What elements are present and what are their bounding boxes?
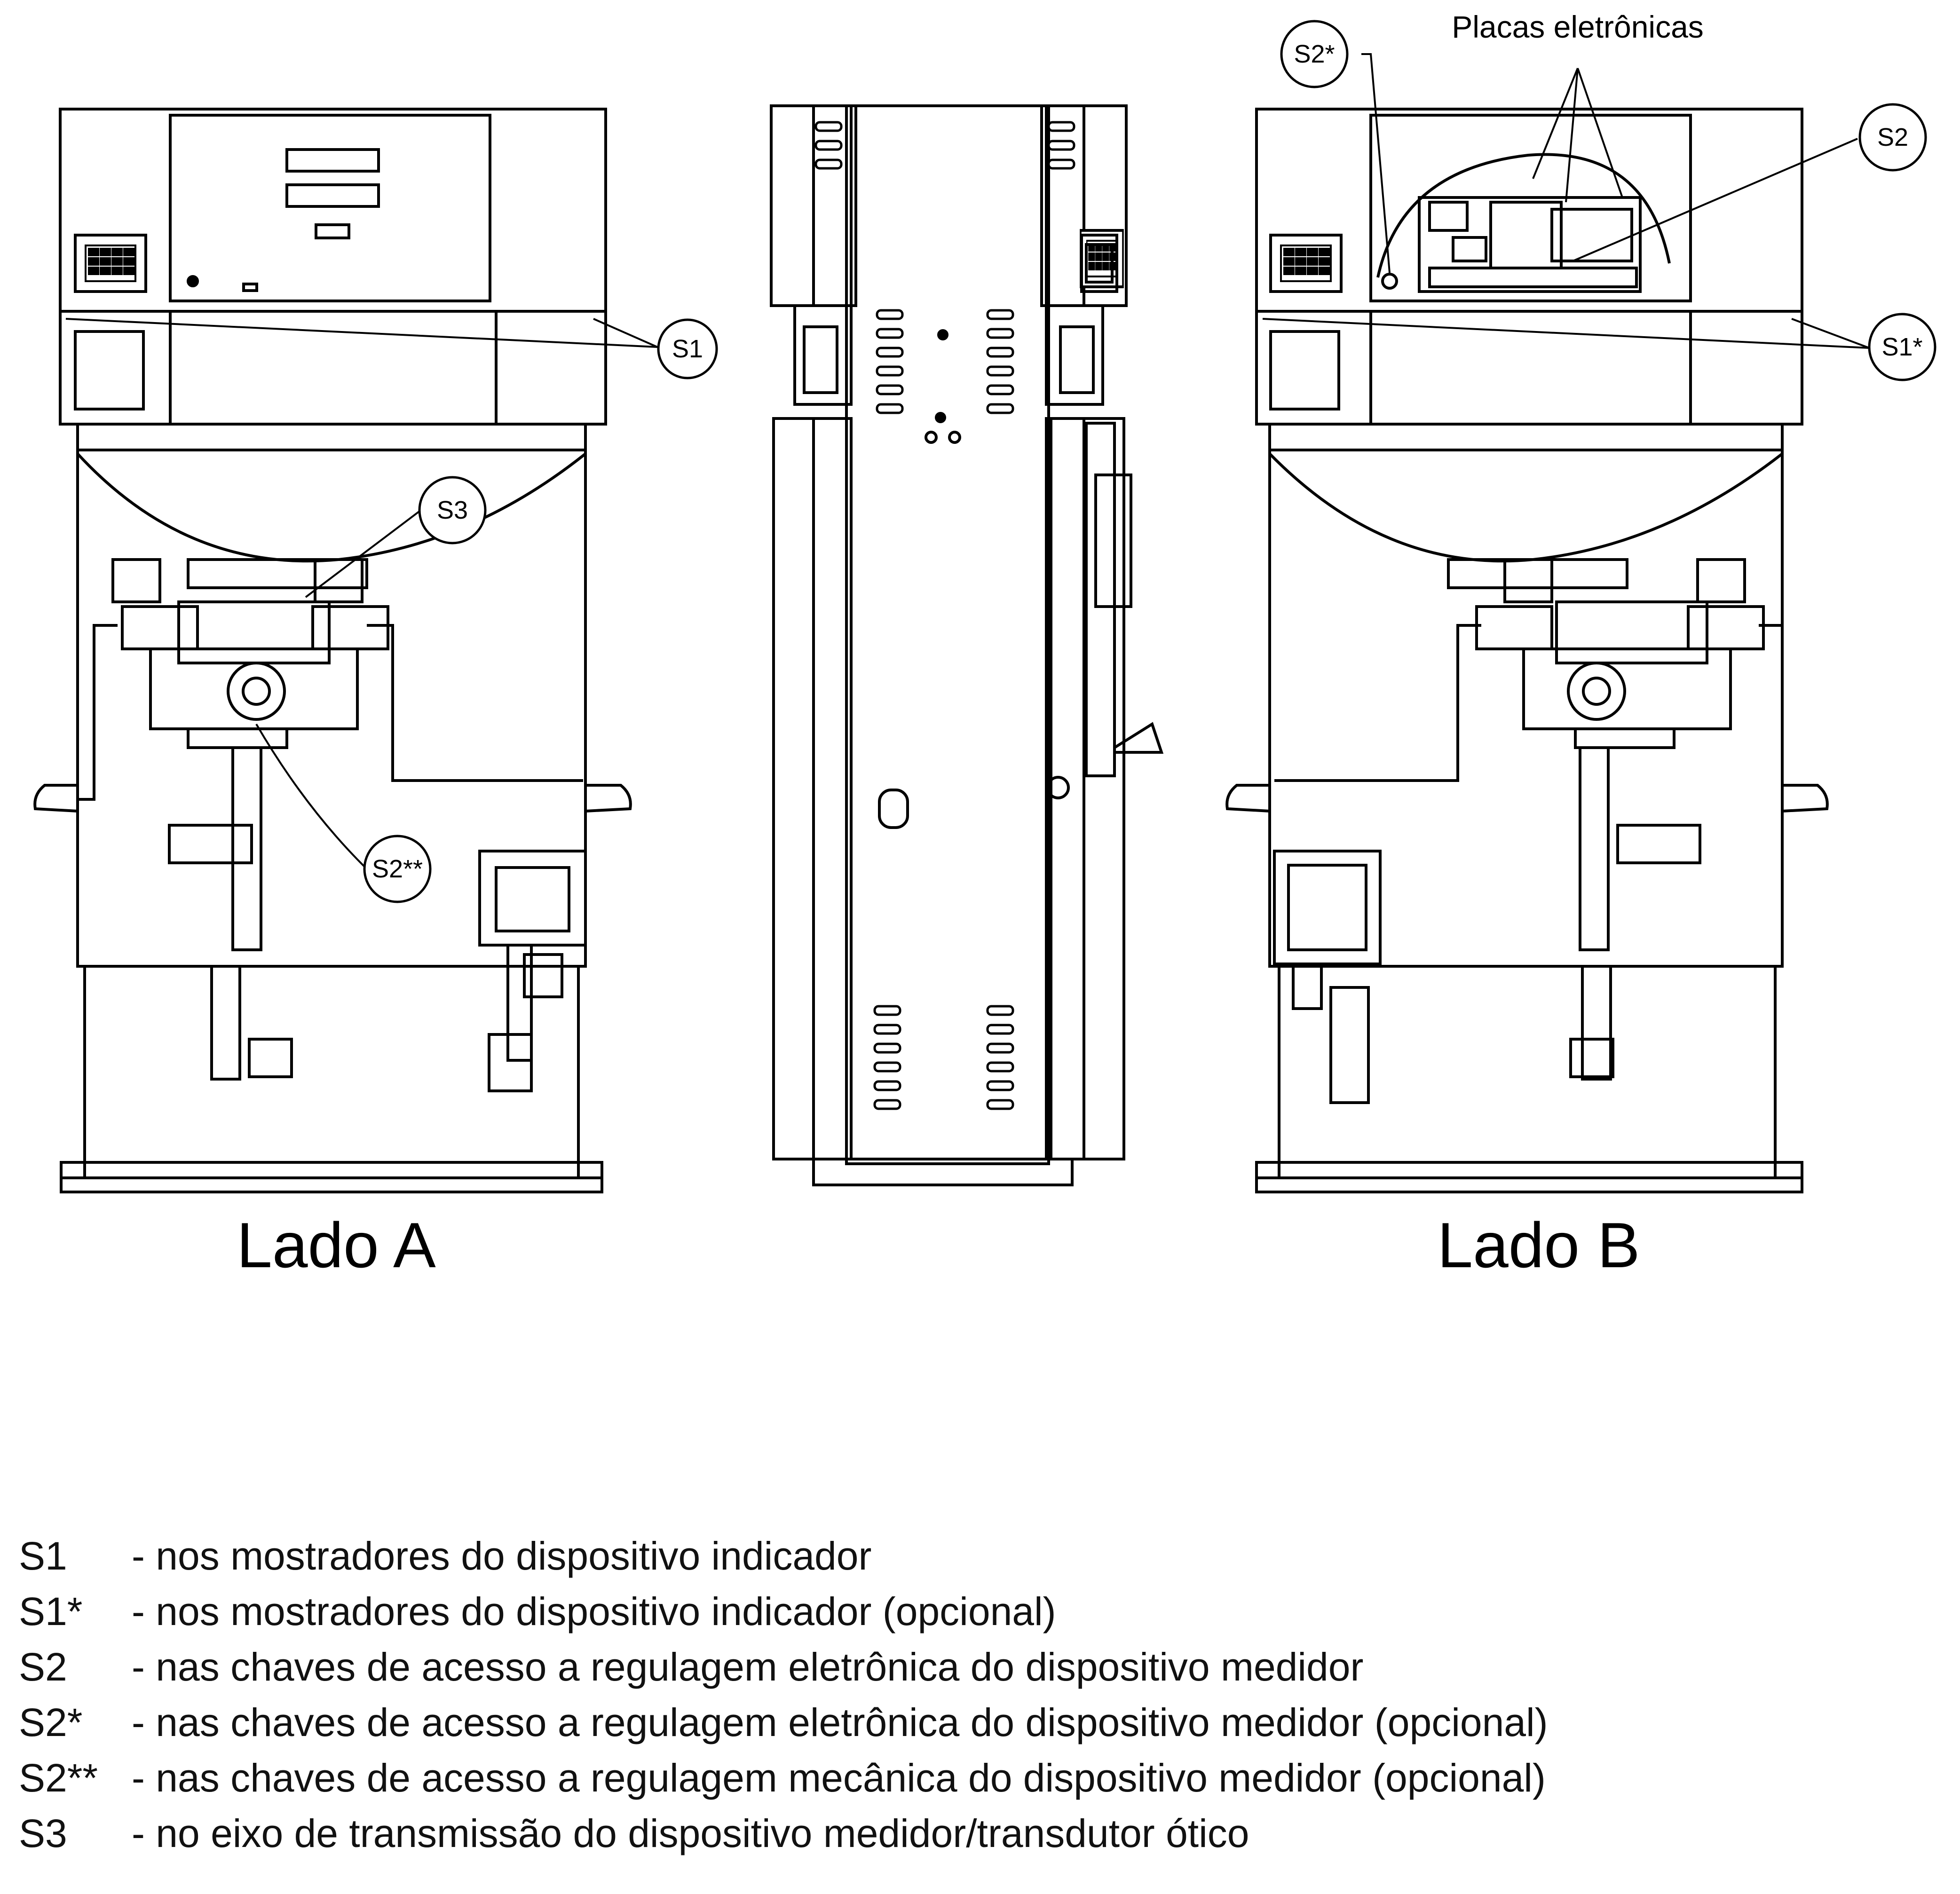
callout-s2: S2 [1858,103,1927,172]
side-a-label: Lado A [237,1209,436,1281]
svg-text:S2: S2 [1877,123,1908,151]
legend-item: S1 - nos mostradores do dispositivo indic… [19,1528,1548,1584]
legend-text: - nas chaves de acesso a regulagem mecân… [132,1756,1546,1800]
dispenser-side-b [1225,108,1829,1193]
legend-item: S1* - nos mostradores do dispositivo indi… [19,1584,1548,1639]
legend-item: S2** - nas chaves de acesso a regulagem m… [19,1750,1548,1806]
leaders-side-b [1262,53,1870,349]
legend-code: S1 [19,1534,67,1578]
side-b-label: Lado B [1437,1209,1640,1281]
svg-text:S1*: S1* [1881,333,1922,361]
legend-item: S3 - no eixo de transmissão do dispositiv… [19,1806,1548,1861]
legend-item: S2 - nas chaves de acesso a regulagem ele… [19,1639,1548,1695]
svg-text:S3: S3 [437,496,468,524]
dispenser-side-a [33,108,632,1193]
callout-s2-double-star: S2** [363,835,432,903]
callout-s2-star: S2* [1280,20,1349,88]
svg-text:S1: S1 [672,335,703,363]
fuel-dispenser-drawing: S1 S3 S2** S2* S2 S1* Placas eletrônicas… [33,9,1936,1281]
legend-code: S2** [19,1756,98,1800]
legend-text: - nas chaves de acesso a regulagem eletr… [132,1645,1364,1689]
callout-s1: S1 [657,318,718,379]
svg-text:S2*: S2* [1294,40,1335,68]
svg-text:S2**: S2** [372,855,423,883]
seal-legend: S1 - nos mostradores do dispositivo indic… [19,1528,1548,1861]
legend-text: - nas chaves de acesso a regulagem eletr… [132,1700,1548,1744]
legend-text: - no eixo de transmissão do dispositivo … [132,1811,1249,1855]
dispenser-side-view [770,104,1164,1186]
legend-text: - nos mostradores do dispositivo indicad… [132,1534,872,1578]
legend-code: S3 [19,1811,67,1855]
callout-s3: S3 [418,476,487,545]
callout-s1-star: S1* [1868,313,1936,381]
electronic-boards-label: Placas eletrônicas [1452,9,1704,44]
legend-item: S2* - nas chaves de acesso a regulagem el… [19,1695,1548,1750]
legend-code: S2* [19,1700,83,1744]
legend-text: - nos mostradores do dispositivo indicad… [132,1589,1056,1634]
legend-code: S1* [19,1589,83,1634]
legend-code: S2 [19,1645,67,1689]
